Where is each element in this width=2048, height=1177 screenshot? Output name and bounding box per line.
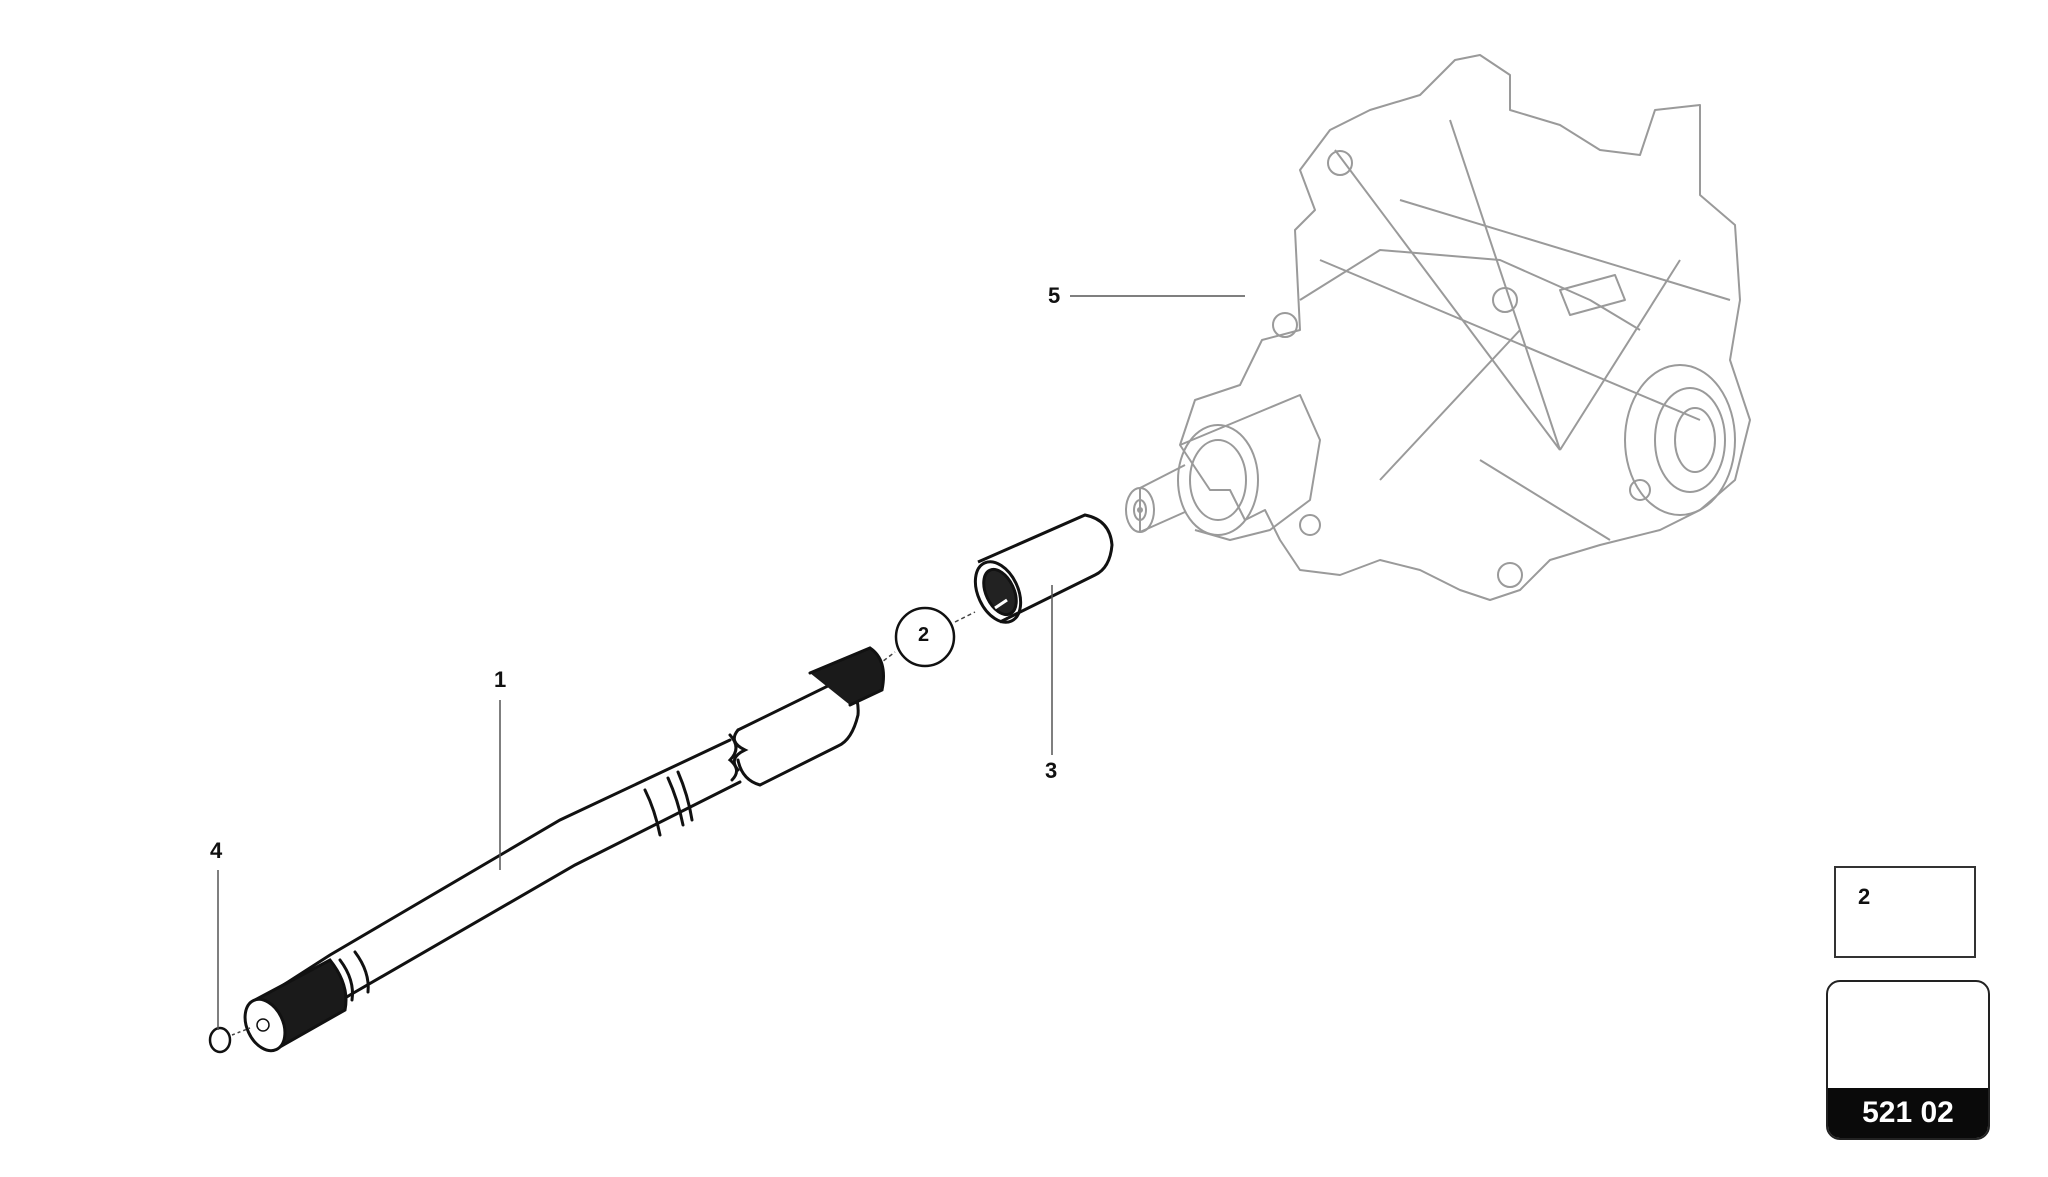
gearbox-housing[interactable]	[1125, 54, 1751, 601]
callout-3-label[interactable]: 3	[1045, 758, 1058, 783]
navigation-code: 521 02	[1828, 1088, 1988, 1138]
sleeve-part[interactable]	[966, 513, 1114, 629]
drive-shaft-part[interactable]	[237, 646, 885, 1057]
leader-lines	[217, 295, 1245, 1030]
detail-box-part-2[interactable]: 2	[1834, 866, 1976, 958]
callout-4-label[interactable]: 4	[210, 838, 223, 863]
navigation-badge[interactable]: 521 02	[1826, 980, 1990, 1140]
plug-part[interactable]	[208, 1026, 251, 1054]
circlip-callout[interactable]	[877, 606, 976, 668]
callout-5-label[interactable]: 5	[1048, 283, 1061, 308]
callout-2-label[interactable]: 2	[918, 624, 930, 646]
detail-box-label: 2	[1858, 884, 1871, 909]
callout-1-label[interactable]: 1	[494, 667, 507, 692]
